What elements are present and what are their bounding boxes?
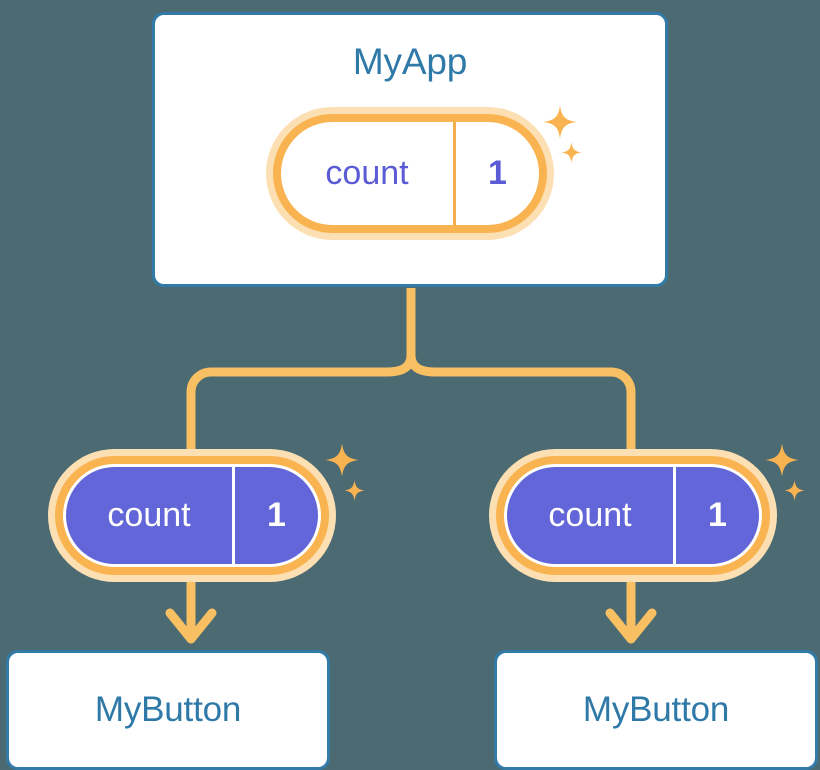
component-box-mybutton-left[interactable]: MyButton bbox=[6, 650, 330, 770]
connector-arrow-left-head bbox=[165, 608, 217, 644]
state-key-label: count bbox=[548, 496, 632, 534]
component-title-mybutton: MyButton bbox=[582, 690, 730, 729]
state-key-label: count bbox=[325, 154, 409, 192]
state-pill-inner: count 1 bbox=[281, 122, 539, 225]
sparkle-large-icon bbox=[325, 443, 359, 477]
state-value-label: 1 bbox=[453, 122, 539, 225]
sparkle-large-icon bbox=[765, 443, 799, 477]
state-pill-ring: count 1 bbox=[273, 114, 547, 233]
component-title-myapp: MyApp bbox=[352, 41, 468, 82]
sparkle-large-icon bbox=[543, 105, 577, 139]
state-pill-mybutton-right[interactable]: count 1 bbox=[489, 449, 777, 582]
state-pill-ring: count 1 bbox=[55, 456, 329, 575]
sparkle-small-icon bbox=[784, 480, 805, 501]
state-pill-inner: count 1 bbox=[63, 464, 321, 567]
state-pill-mybutton-left[interactable]: count 1 bbox=[48, 449, 336, 582]
component-title-mybutton: MyButton bbox=[94, 690, 242, 729]
state-key-label: count bbox=[107, 496, 191, 534]
sparkle-small-icon bbox=[561, 142, 582, 163]
state-pill-ring: count 1 bbox=[496, 456, 770, 575]
state-pill-inner: count 1 bbox=[504, 464, 762, 567]
state-value-label: 1 bbox=[232, 467, 318, 564]
connector-split-right bbox=[406, 354, 636, 450]
sparkle-small-icon bbox=[344, 480, 365, 501]
state-value-label: 1 bbox=[673, 467, 759, 564]
connector-split-left bbox=[186, 354, 416, 450]
connector-arrow-right-head bbox=[605, 608, 657, 644]
state-pill-myapp[interactable]: count 1 bbox=[266, 107, 554, 240]
component-box-mybutton-right[interactable]: MyButton bbox=[494, 650, 818, 770]
